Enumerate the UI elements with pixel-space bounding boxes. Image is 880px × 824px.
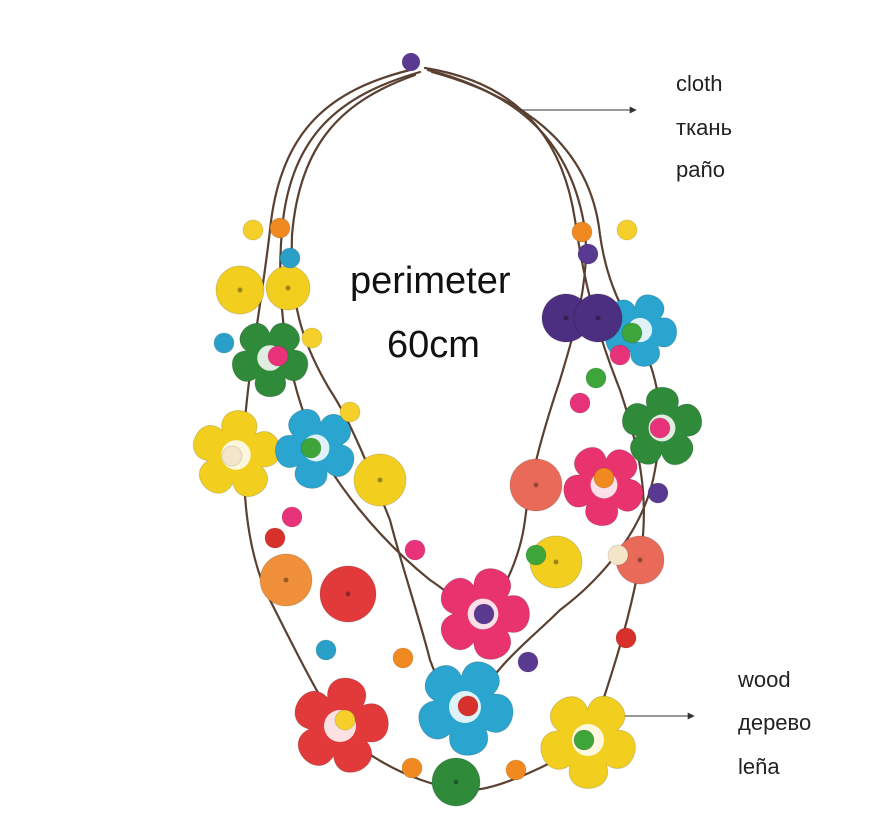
bead: [621, 322, 643, 344]
bead: [593, 467, 615, 489]
disc-pendant: [353, 453, 407, 507]
beads: [213, 217, 671, 781]
bead: [607, 544, 629, 566]
disc-pendant: [573, 293, 623, 343]
bead: [616, 219, 638, 241]
bead: [269, 217, 291, 239]
bead: [213, 332, 235, 354]
wood-label-ru: дерево: [738, 710, 812, 735]
bead: [339, 401, 361, 423]
bead: [577, 243, 599, 265]
bead: [404, 539, 426, 561]
bead: [392, 647, 414, 669]
bead: [647, 482, 669, 504]
bead: [401, 757, 423, 779]
disc-pendant: [431, 757, 481, 807]
bead: [517, 651, 539, 673]
disc-pendant: [265, 265, 311, 311]
bead: [300, 437, 322, 459]
cloth-label-ru: ткань: [676, 115, 733, 140]
bead: [505, 759, 527, 781]
bead: [457, 695, 479, 717]
bead: [585, 367, 607, 389]
bead: [573, 729, 595, 751]
perimeter-title: perimeter: [350, 260, 511, 302]
wood-label-es: leña: [738, 754, 780, 779]
perimeter-value: 60cm: [387, 324, 480, 366]
bead: [473, 603, 495, 625]
bead: [301, 327, 323, 349]
bead: [525, 544, 547, 566]
bead: [615, 627, 637, 649]
bead: [315, 639, 337, 661]
disc-pendant: [259, 553, 313, 607]
bead: [334, 709, 356, 731]
bead: [264, 527, 286, 549]
bead: [281, 506, 303, 528]
bead: [569, 392, 591, 414]
bead: [649, 417, 671, 439]
cloth-label-es: paño: [676, 157, 725, 182]
disc-pendant: [215, 265, 265, 315]
cloth-label-en: cloth: [676, 71, 723, 96]
clasp-bead: [402, 53, 420, 71]
bead: [242, 219, 264, 241]
bead: [279, 247, 301, 269]
disc-pendant: [319, 565, 377, 623]
bead: [609, 344, 631, 366]
wood-label-en: wood: [738, 667, 791, 692]
bead: [267, 345, 289, 367]
bead: [571, 221, 593, 243]
disc-pendant: [509, 458, 563, 512]
bead: [221, 445, 243, 467]
